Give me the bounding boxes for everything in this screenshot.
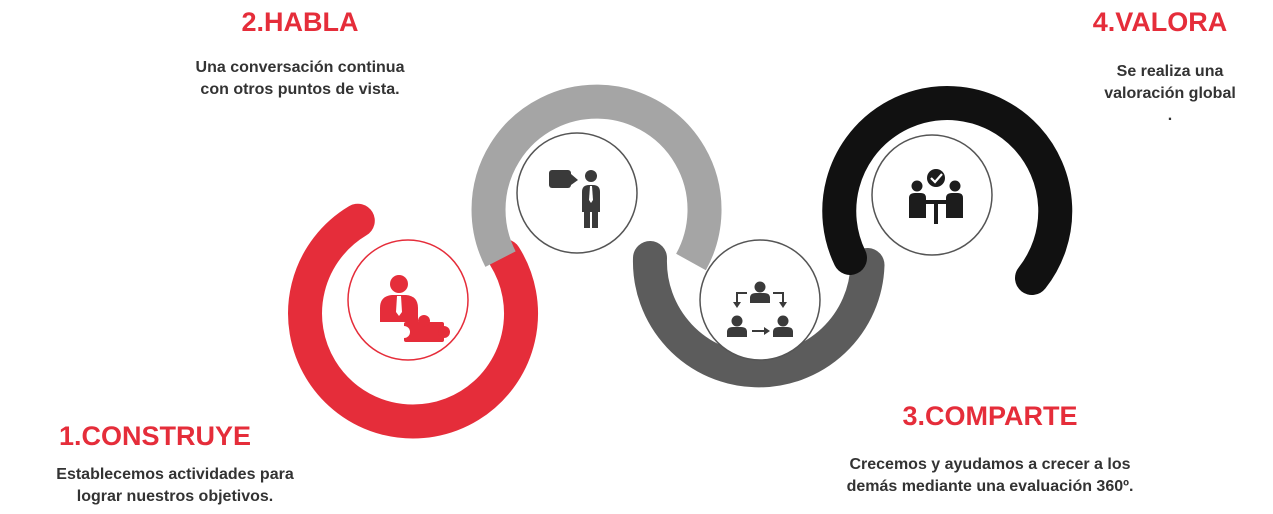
step-title-construye: 1.CONSTRUYE: [58, 421, 252, 451]
step-description-construye: Establecemos actividades para lograr nue…: [56, 466, 294, 505]
meeting-approval-icon: [909, 169, 963, 224]
icon-circle-habla: [516, 132, 638, 254]
icon-circle-valora: [871, 134, 993, 256]
ring-construye: [288, 203, 539, 439]
step-description-comparte: Crecemos y ayudamos a crecer a los demás…: [846, 456, 1134, 495]
people-exchange-icon: [727, 281, 793, 337]
person-speaking-icon: [549, 170, 600, 228]
step-title-habla: 2.HABLA: [241, 7, 359, 37]
ring-valora: [822, 86, 1073, 295]
ring-comparte: [632, 241, 885, 388]
person-with-puzzle-icon: [380, 275, 450, 342]
step-title-valora: 4.VALORA: [1092, 7, 1228, 37]
step-description-valora: Se realiza una valoración global .: [1104, 63, 1236, 124]
step-description-habla: Una conversación continua con otros punt…: [195, 59, 405, 98]
ring-habla: [471, 84, 722, 271]
step-title-comparte: 3.COMPARTE: [902, 401, 1078, 431]
